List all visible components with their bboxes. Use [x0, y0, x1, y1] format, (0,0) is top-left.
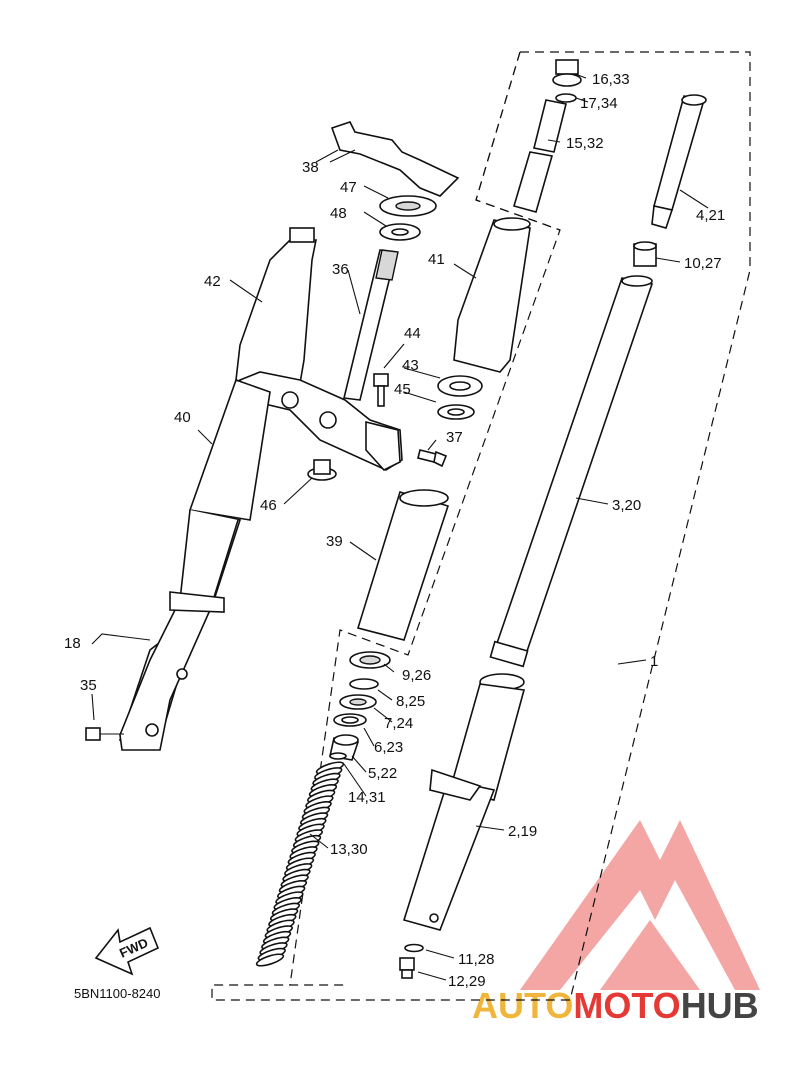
spring-coil [255, 953, 285, 967]
callout-44: 44 [404, 325, 421, 342]
part-39-cover [356, 489, 450, 641]
callout-18: 18 [64, 635, 81, 652]
callout-45: 45 [394, 381, 411, 398]
part-45-washer [437, 404, 475, 420]
callout-41: 41 [428, 251, 445, 268]
part-6-washer [333, 713, 367, 727]
callout-35: 35 [80, 677, 97, 694]
callout-3-20: 3,20 [612, 497, 641, 514]
watermark-hub: HUB [681, 985, 759, 1026]
callout-6-23: 6,23 [374, 739, 403, 756]
callout-46: 46 [260, 497, 277, 514]
callout-48: 48 [330, 205, 347, 222]
part-46-nut [307, 459, 337, 481]
part-4-damper-rod [651, 94, 707, 229]
leader-lines [91, 73, 709, 981]
callout-labels: 16,33 17,34 15,32 4,21 10,27 3,20 1 2,19… [64, 71, 725, 990]
callout-10-27: 10,27 [684, 255, 722, 272]
callout-12-29: 12,29 [448, 973, 486, 990]
callout-2-19: 2,19 [508, 823, 537, 840]
part-11-washer [404, 943, 424, 953]
part-16-cap-bolt [552, 59, 582, 87]
part-3-inner-tube [489, 275, 654, 668]
part-37-bolt [417, 449, 448, 468]
watermark-auto: AUTO [472, 985, 573, 1026]
part-7-oil-seal [339, 694, 377, 710]
callout-37: 37 [446, 429, 463, 446]
part-12-bolt [399, 957, 415, 979]
part-41-cover [453, 217, 531, 373]
part-15-spacer [513, 99, 567, 213]
callout-8-25: 8,25 [396, 693, 425, 710]
part-44-bolt [373, 373, 389, 407]
watermark-moto: MOTO [573, 985, 680, 1026]
callout-38: 38 [302, 159, 319, 176]
part-36-steering-stem [343, 249, 399, 401]
part-47-seal [379, 195, 437, 217]
watermark-logo: AUTOMOTOHUB [472, 820, 760, 1026]
callout-7-24: 7,24 [384, 715, 413, 732]
callout-17-34: 17,34 [580, 95, 618, 112]
part-10-piston-ring [633, 241, 657, 267]
part-8-clip [349, 678, 379, 690]
part-2-outer-tube [402, 673, 526, 931]
part-48-washer [379, 223, 421, 241]
callout-11-28: 11,28 [458, 951, 494, 968]
assembly-boundaries [211, 51, 751, 1001]
spring-coils [255, 761, 345, 967]
part-17-o-ring [555, 93, 577, 103]
callout-5-22: 5,22 [368, 765, 397, 782]
diagram-code: 5BN1100-8240 [74, 986, 161, 1001]
part-14-spring-seat [329, 752, 347, 760]
part-40-fork-tube-left [118, 378, 271, 751]
callout-39: 39 [326, 533, 343, 550]
part-under-bracket [238, 371, 403, 471]
callout-47: 47 [340, 179, 357, 196]
part-13-fork-spring [255, 761, 345, 967]
part-35-bolt [85, 727, 124, 741]
callout-9-26: 9,26 [402, 667, 431, 684]
callout-13-30: 13,30 [330, 841, 368, 858]
part-38-bracket [329, 121, 460, 197]
callout-15-32: 15,32 [566, 135, 604, 152]
part-9-dust-seal [349, 651, 391, 669]
part-42-fork-cover [235, 227, 317, 396]
callout-4-21: 4,21 [696, 207, 725, 224]
callout-43: 43 [402, 357, 419, 374]
callout-14-31: 14,31 [348, 789, 386, 806]
svg-text:AUTOMOTOHUB: AUTOMOTOHUB [472, 985, 759, 1026]
callout-16-33: 16,33 [592, 71, 630, 88]
callout-40: 40 [174, 409, 191, 426]
part-43-ring-nut [437, 375, 483, 397]
callout-42: 42 [204, 273, 221, 290]
callout-36: 36 [332, 261, 349, 278]
callout-1: 1 [650, 653, 658, 670]
fwd-arrow-icon: FWD [94, 926, 160, 976]
